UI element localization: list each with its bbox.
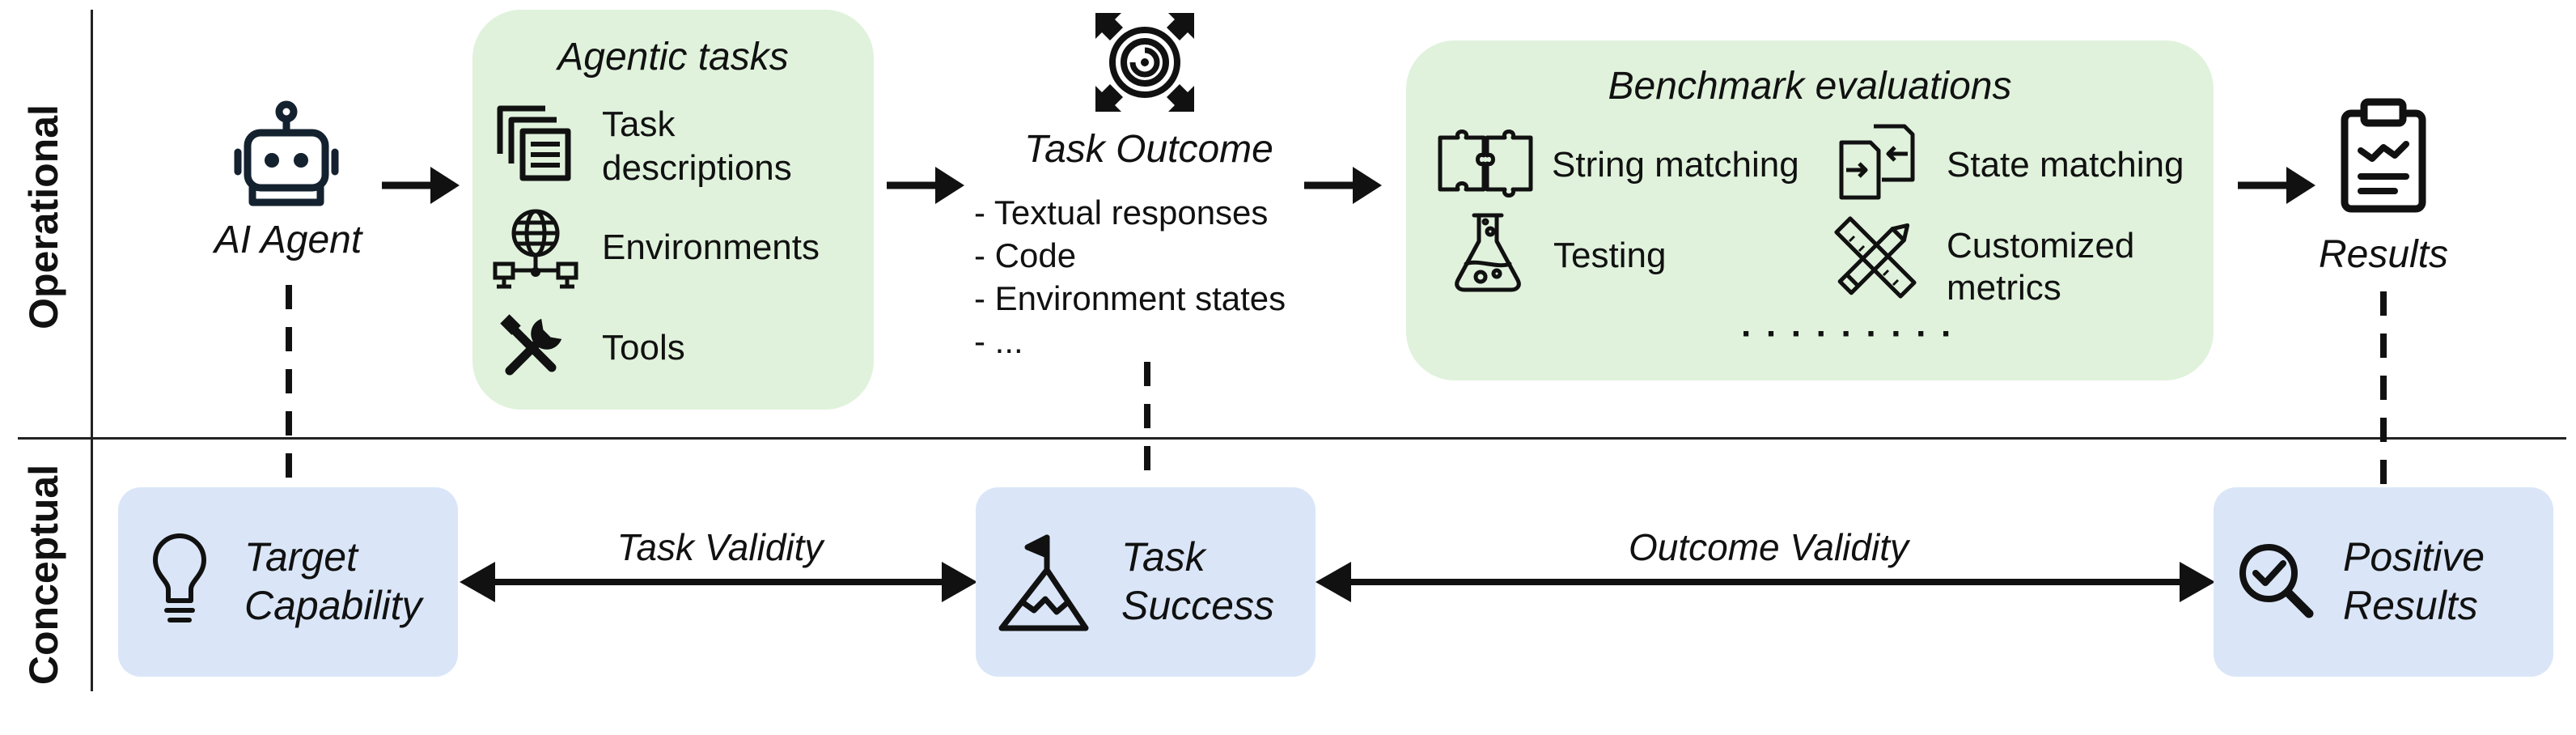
target-icon [1095,13,1194,112]
outcome-bullet-env-states: - Environment states [974,279,1286,317]
clipboard-icon [2341,98,2426,213]
benchmark-evaluations-title: Benchmark evaluations [1608,65,2012,108]
customized-metrics-line1: Customized [1947,226,2135,266]
target-capability-box [118,487,458,677]
benchmark-evaluations-box [1406,40,2214,380]
task-success-box [976,487,1316,677]
lightbulb-icon [153,533,206,622]
ai-agent-label: AI Agent [214,219,362,261]
task-validity-arrow [460,562,977,602]
task-descriptions-line1: Task [602,104,676,144]
outcome-validity-arrow [1316,562,2215,602]
outcome-bullet-code: - Code [974,236,1077,274]
state-matching-label: State matching [1947,145,2184,185]
globe-network-icon [493,209,578,289]
target-capability-line2: Capability [244,583,422,628]
tools-label: Tools [602,328,685,368]
agentic-tasks-title: Agentic tasks [557,36,789,79]
customized-metrics-line2: metrics [1947,268,2061,308]
puzzle-icon [1438,130,1533,198]
outcome-validity-label: Outcome Validity [1629,526,1909,568]
task-descriptions-line2: descriptions [602,148,792,188]
task-outcome-bullets: - Textual responses - Code - Environment… [974,191,1286,363]
positive-results-line2: Results [2343,583,2478,628]
operational-arrows [382,167,2315,204]
testing-label: Testing [1553,236,1667,275]
ruler-pencil-icon [1834,216,1917,299]
horizontal-divider [18,437,2566,440]
outcome-bullet-textual: - Textual responses [974,193,1269,232]
positive-results-line1: Positive [2343,534,2485,580]
tools-icon [500,314,562,376]
mountain-flag-icon [998,534,1089,631]
flask-icon [1455,213,1521,292]
task-success-line1: Task [1121,534,1205,580]
magnifier-check-icon [2239,544,2314,618]
state-compare-icon [1839,124,1915,200]
target-capability-line1: Target [244,534,358,580]
task-outcome-title: Task Outcome [1024,128,1273,171]
task-validity-label: Task Validity [616,526,824,568]
string-matching-label: String matching [1552,145,1799,185]
task-success-line2: Success [1121,583,1274,628]
results-label: Results [2318,233,2449,276]
vertical-divider [91,10,93,691]
environments-label: Environments [602,227,820,267]
outcome-bullet-more: - ... [974,322,1023,360]
documents-icon [497,105,571,181]
benchmark-more-dots: · · · · · · · · · [1741,314,1955,354]
robot-icon [234,100,339,206]
